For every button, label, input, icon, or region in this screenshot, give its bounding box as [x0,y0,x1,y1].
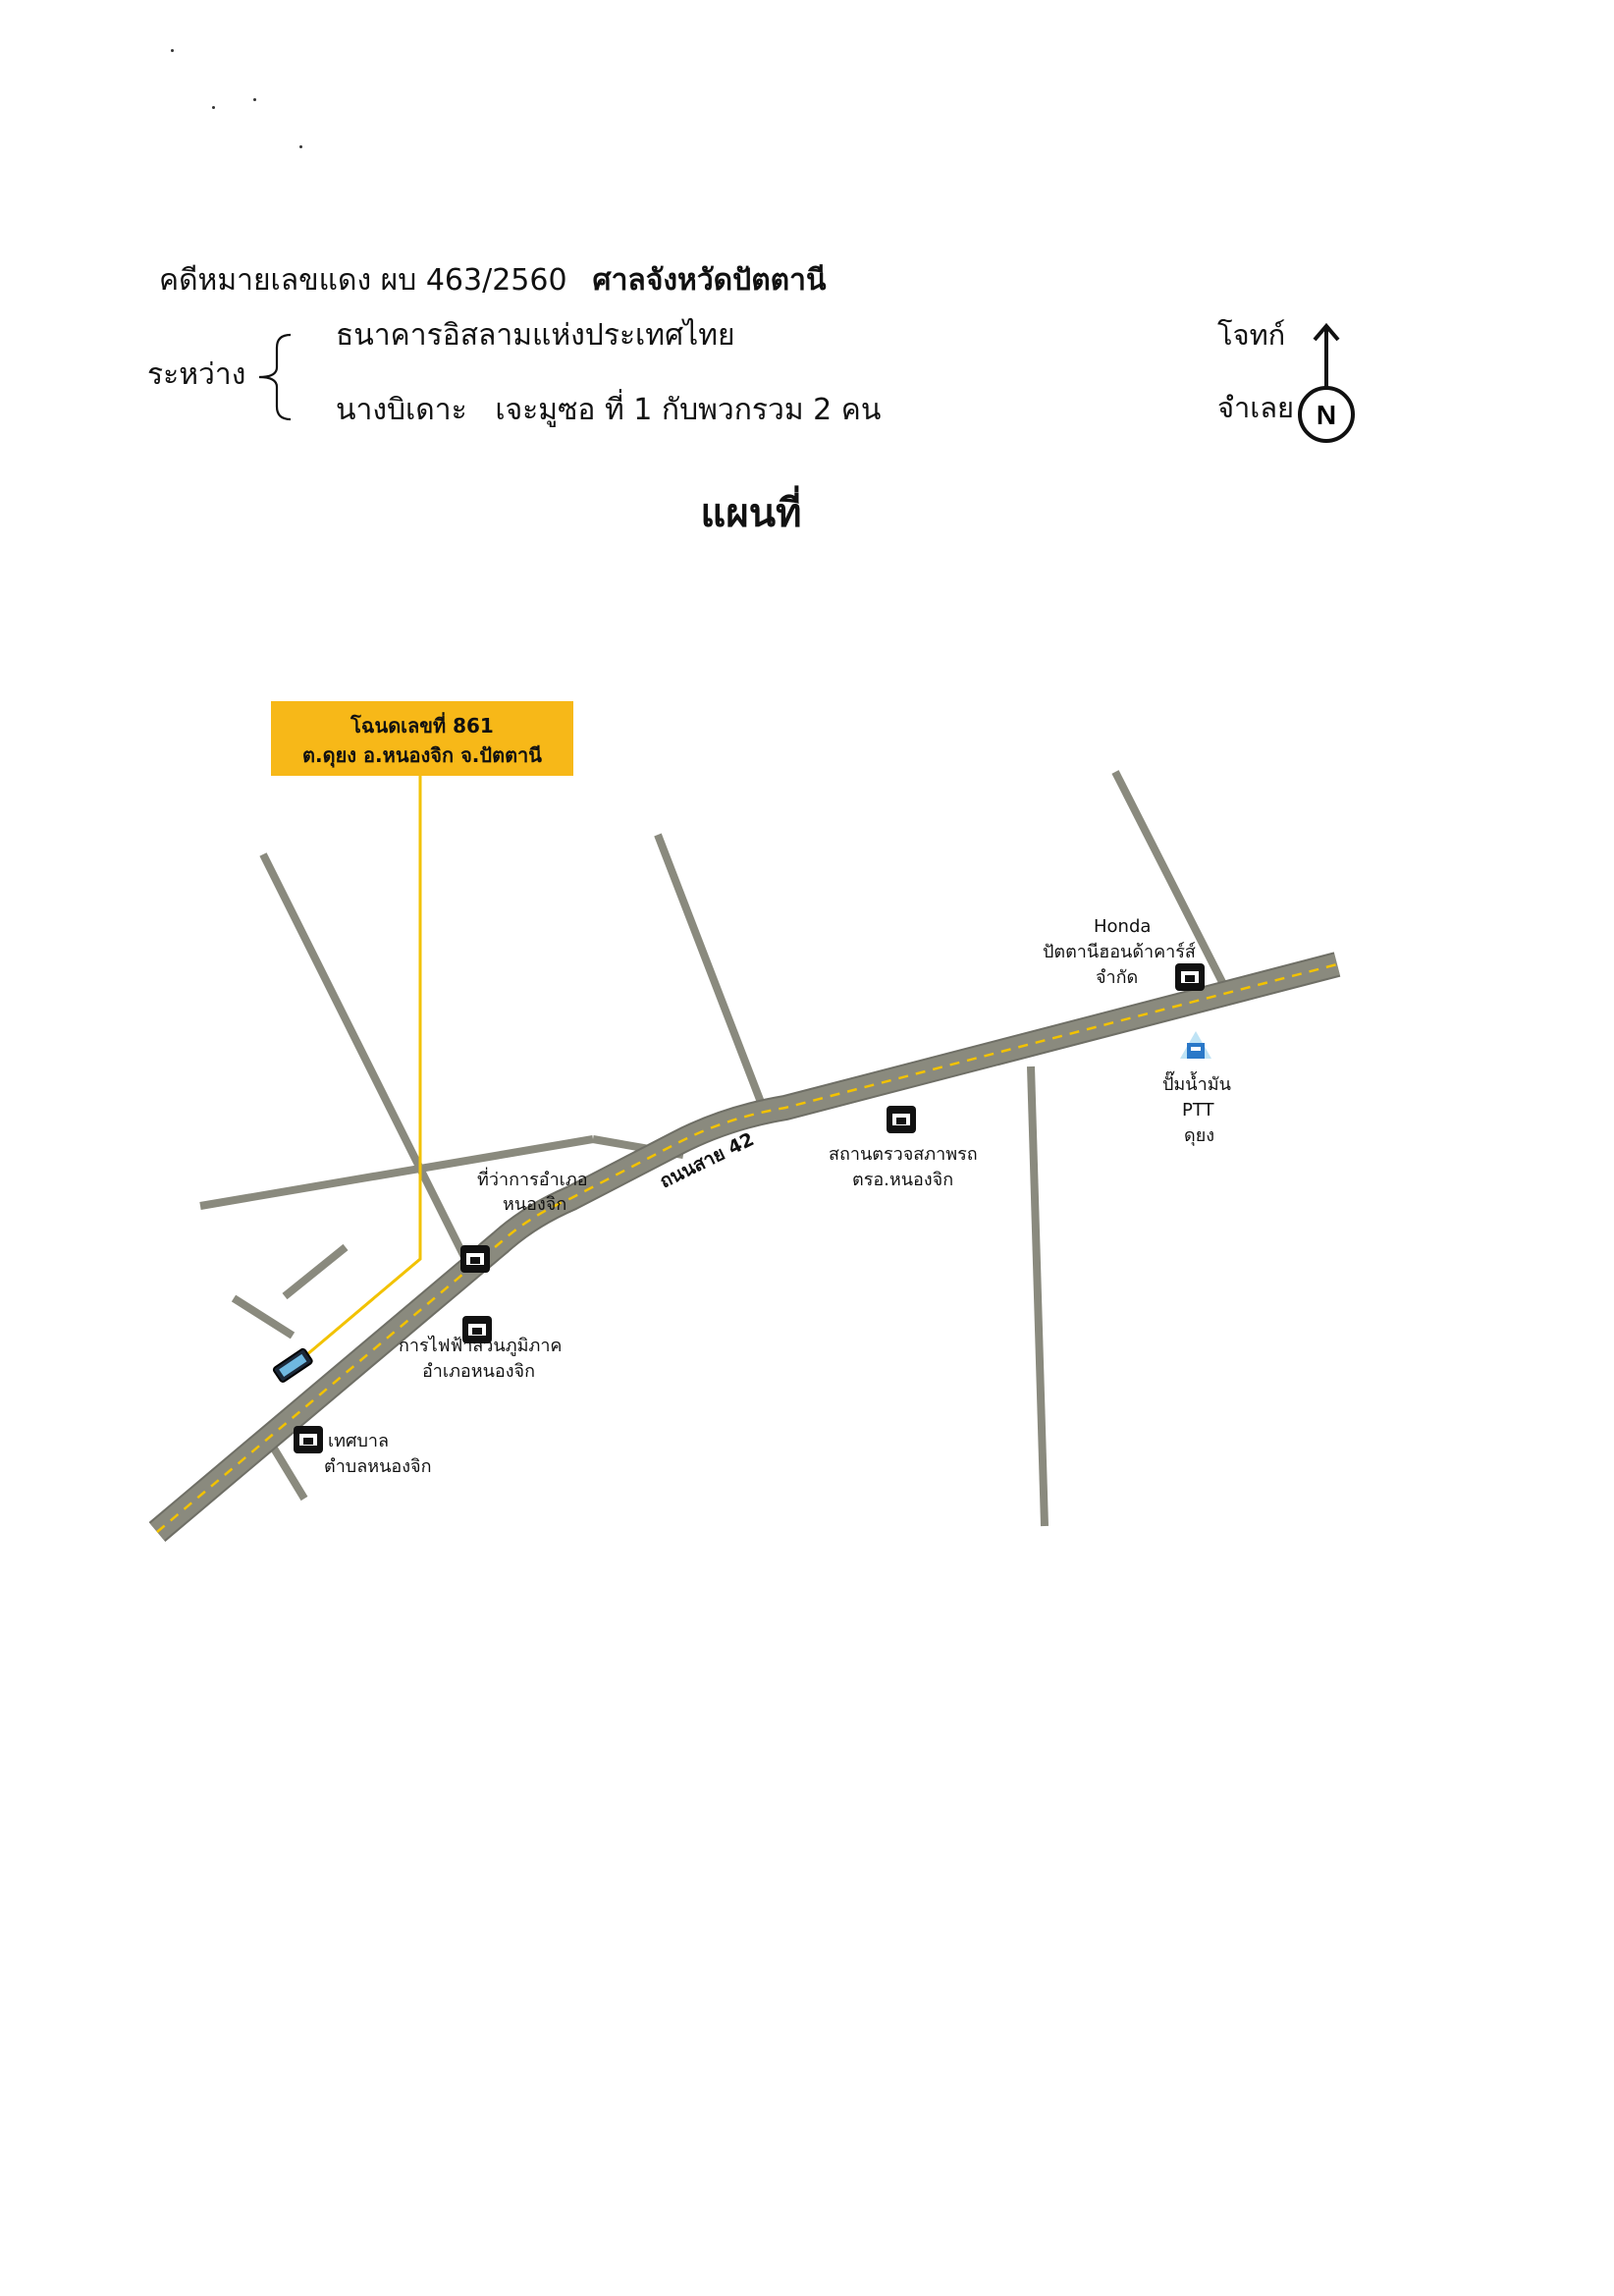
side-road [1111,770,1231,994]
site-map: ถนนสาย 42 โฉนดเลขที่ 861 ต.ดุยง อ.หนองจิ… [148,701,1341,1542]
inspection-label-1: สถานตรวจสภาพรถ [829,1144,978,1165]
pea-label-1: การไฟฟ้าส่วนภูมิภาค [399,1335,562,1356]
callout-line-2: ต.ดุยง อ.หนองจิก จ.ปัตตานี [302,743,542,768]
pea-label-2: อำเภอหนองจิก [422,1361,535,1382]
building-icon [462,1316,492,1343]
side-roads [199,770,1231,1527]
scan-speck [253,98,256,101]
case-number: คดีหมายเลขแดง ผบ 463/2560 [159,263,567,298]
honda-label-1: Honda [1094,916,1151,937]
ptt-label-2: PTT [1182,1100,1215,1121]
plaintiff-role: โจทก์ [1217,318,1286,352]
honda-label-3: จำกัด [1096,967,1138,988]
scan-speck [171,49,174,52]
main-road [148,952,1341,1542]
compass-letter: N [1317,400,1336,430]
north-arrow-icon: N [1298,322,1355,443]
inspection-label-2: ตรอ.หนองจิก [852,1170,953,1190]
side-road [1027,1066,1049,1527]
callout-box [271,701,573,776]
side-road [259,852,473,1269]
ptt-label-1: ปั๊มน้ำมัน [1162,1070,1231,1095]
brace [258,333,292,421]
municipality-label-2: ตำบลหนองจิก [324,1456,431,1477]
building-icon [1175,963,1205,991]
defendant-role: จำเลย [1217,391,1294,424]
building-icon [294,1426,323,1453]
building-icon [460,1245,490,1273]
side-road [282,1243,349,1300]
plaintiff-name: ธนาคารอิสลามแห่งประเทศไทย [336,318,735,353]
court-name: ศาลจังหวัดปัตตานี [592,263,827,298]
defendant-name: นางบิเดาะ เจะมูซอ ที่ 1 กับพวกรวม 2 คน [336,393,882,427]
district-office-label-1: ที่ว่าการอำเภอ [477,1167,588,1190]
gas-station-icon [1180,1031,1211,1059]
case-line: คดีหมายเลขแดง ผบ 463/2560 ศาลจังหวัดปัตตา… [159,257,827,303]
side-road [199,1135,594,1210]
callout-line-1: โฉนดเลขที่ 861 [350,711,494,738]
callout-leader [305,776,422,1357]
municipality-label-1: เทศบาล [328,1431,389,1451]
property-marker-icon [272,1347,313,1383]
map-title: แผนที่ [700,491,802,536]
honda-label-2: ปัตตานีฮอนด้าคาร์ส์ [1043,942,1196,962]
district-office-label-2: หนองจิก [503,1194,566,1215]
scan-speck [299,145,302,148]
side-road [654,833,766,1107]
side-road [231,1294,296,1339]
between-label: ระหว่าง [147,357,246,392]
ptt-label-3: ดุยง [1184,1125,1214,1146]
building-icon [887,1106,916,1133]
scan-speck [212,106,215,109]
